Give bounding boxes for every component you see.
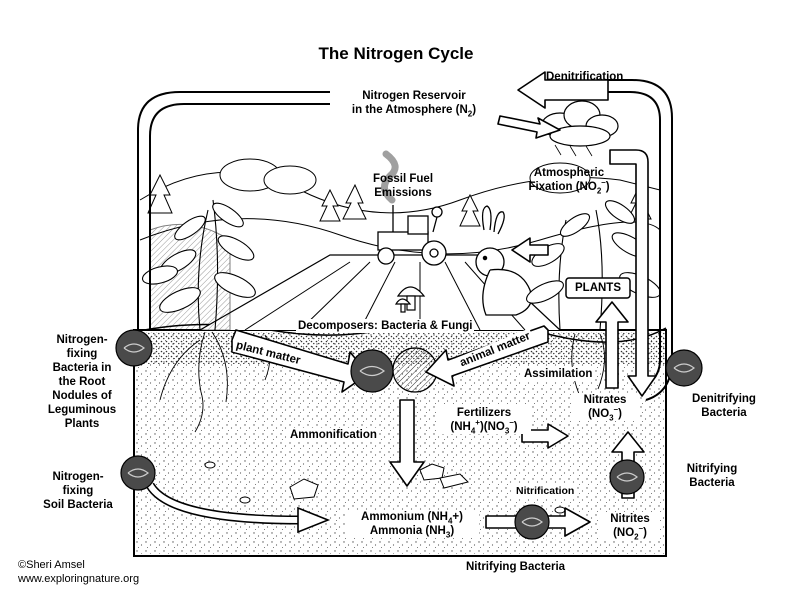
tractor-icon — [377, 205, 447, 266]
ammonification-label: Ammonification — [288, 428, 379, 442]
ammonification-arrow — [389, 399, 425, 487]
nitrifying-bacteria-bottom-label: Nitrifying Bacteria — [466, 561, 566, 573]
assimilation-arrow — [595, 301, 629, 389]
page-title: The Nitrogen Cycle — [318, 44, 474, 63]
nitrogen-fixing-root-label: Nitrogen- fixing Bacteria in the Root No… — [47, 334, 117, 430]
decomposers-label: Decomposers: Bacteria & Fungi — [296, 319, 475, 333]
assimilation-label: Assimilation — [522, 367, 595, 381]
plants-label: PLANTS — [575, 282, 621, 294]
plants-to-animal-arrow — [511, 237, 549, 263]
cycle-left-loop — [137, 91, 330, 330]
mushroom-icon — [394, 286, 426, 313]
bacteria-icon — [115, 329, 703, 540]
nitrogen-reservoir-label: Nitrogen Reservoir in the Atmosphere (N2… — [351, 90, 477, 119]
tree-icon — [147, 158, 652, 227]
nitrites-label: Nitrites (NO2–) — [600, 512, 660, 541]
fossil-fuel-label: Fossil Fuel Emissions — [372, 173, 434, 199]
smoke-plume — [381, 150, 399, 204]
nitrification-label: Nitrification — [514, 484, 577, 498]
atmospheric-fixation-label: Atmospheric Fixation (NO2–) — [528, 167, 610, 196]
ammonium-label: Ammonium (NH4+) Ammonia (NH3) — [345, 510, 479, 539]
rocks — [204, 461, 566, 514]
nitrifying-bacteria-right-label: Nitrifying Bacteria — [686, 463, 738, 489]
credit: ©Sheri Amsel www.exploringnature.org — [18, 559, 140, 585]
nitrates-label: Nitrates (NO3–) — [572, 393, 638, 422]
nitrogen-fixing-soil-label: Nitrogen- fixing Soil Bacteria — [43, 471, 113, 511]
plant-icon — [141, 199, 256, 331]
plants-box — [565, 277, 631, 299]
denitrification-label: Denitrification — [546, 71, 624, 83]
atmospheric-fixation-arrow — [497, 115, 561, 139]
denitrifying-bacteria-label: Denitrifying Bacteria — [692, 393, 756, 419]
rabbit-icon — [475, 205, 533, 316]
fertilizers-label: Fertilizers (NH4+)(NO3–) — [437, 406, 531, 435]
denitrification-arrow — [517, 71, 609, 109]
